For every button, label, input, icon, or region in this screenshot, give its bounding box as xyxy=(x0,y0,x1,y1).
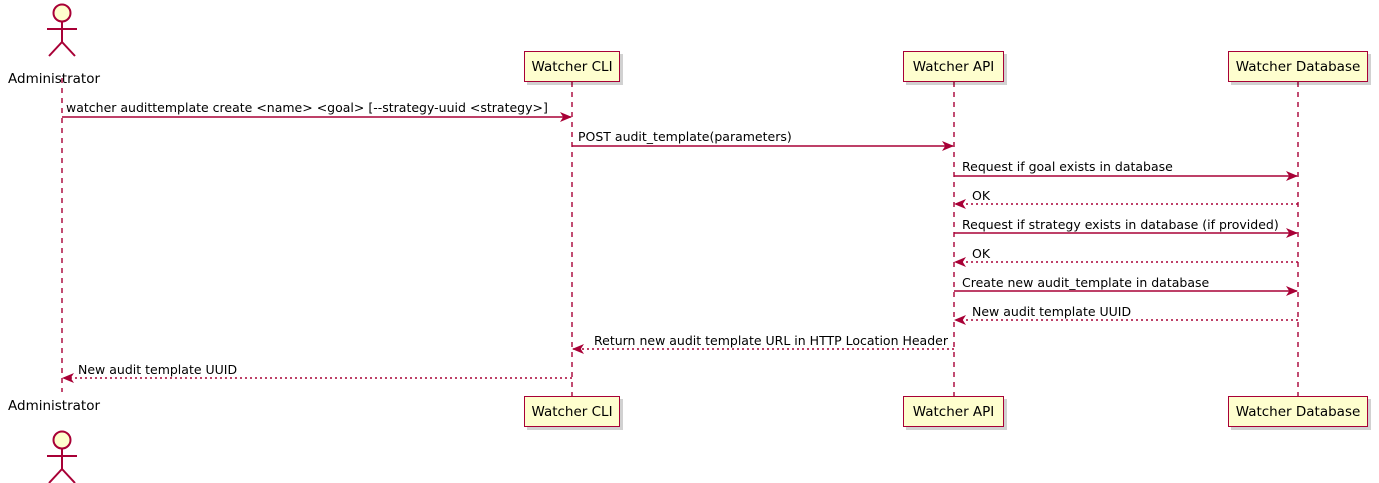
participant-watcher-database-top[interactable]: Watcher Database xyxy=(1228,51,1368,82)
actor-leg-left xyxy=(48,41,63,57)
message-label-10: New audit template UUID xyxy=(78,362,238,377)
message-label-4: OK xyxy=(972,188,991,203)
message-label-5: Request if strategy exists in database (… xyxy=(962,217,1279,232)
message-arrows-group xyxy=(62,112,1298,383)
participant-label: Watcher CLI xyxy=(531,403,613,420)
message-label-7: Create new audit_template in database xyxy=(962,275,1210,290)
actor-label-administrator-bottom: Administrator xyxy=(8,398,100,414)
actor-name: Administrator xyxy=(8,398,101,414)
actor-figures-group xyxy=(47,3,77,483)
participant-label: Watcher CLI xyxy=(531,58,613,75)
actor-label-administrator-top: Administrator xyxy=(8,71,100,87)
participant-label: Watcher Database xyxy=(1235,58,1361,75)
message-label-9: Return new audit template URL in HTTP Lo… xyxy=(594,333,948,348)
message-label-2: POST audit_template(parameters) xyxy=(578,129,792,144)
actor-head-icon xyxy=(52,430,72,450)
participant-watcher-api-bottom[interactable]: Watcher API xyxy=(903,396,1004,427)
participant-label: Watcher Database xyxy=(1235,403,1361,420)
actor-leg-left xyxy=(48,468,63,483)
actor-name: Administrator xyxy=(8,71,101,87)
participant-watcher-database-bottom[interactable]: Watcher Database xyxy=(1228,396,1368,427)
message-label-8: New audit template UUID xyxy=(972,304,1132,319)
participant-watcher-cli-bottom[interactable]: Watcher CLI xyxy=(524,396,620,427)
message-label-1: watcher audittemplate create <name> <goa… xyxy=(66,100,548,115)
participant-watcher-api-top[interactable]: Watcher API xyxy=(903,51,1004,82)
actor-leg-right xyxy=(61,41,76,57)
actor-head-icon xyxy=(52,3,72,23)
actor-leg-right xyxy=(61,468,76,483)
message-label-3: Request if goal exists in database xyxy=(962,159,1173,174)
actor-figure-administrator-bottom xyxy=(47,430,77,483)
participant-watcher-cli-top[interactable]: Watcher CLI xyxy=(524,51,620,82)
actor-figure-administrator-top xyxy=(47,3,77,57)
message-label-6: OK xyxy=(972,246,991,261)
participant-label: Watcher API xyxy=(912,58,995,75)
lifelines-group xyxy=(61,78,1299,396)
participant-label: Watcher API xyxy=(912,403,995,420)
